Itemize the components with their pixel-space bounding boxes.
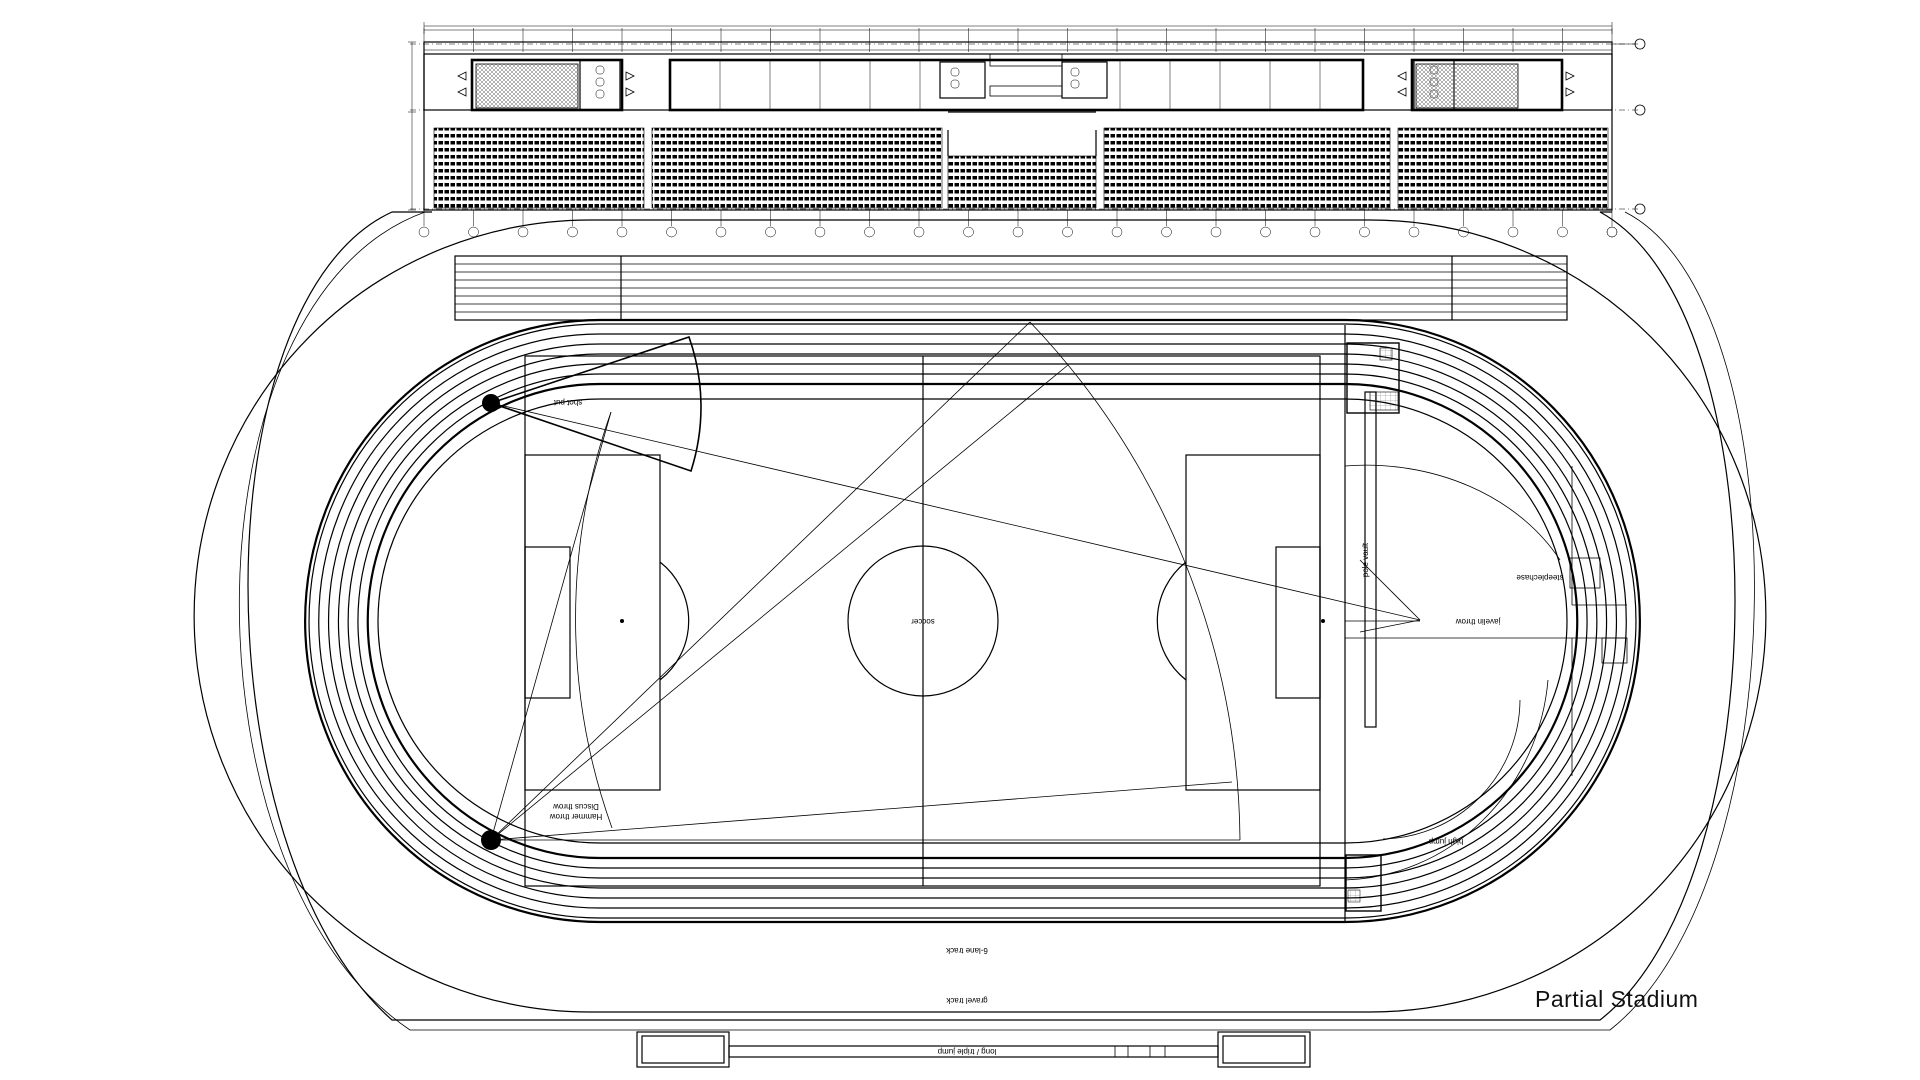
label-steeplechase: steeplechase bbox=[1516, 573, 1564, 582]
label-pole-vault: pole vault bbox=[1361, 542, 1370, 577]
grid-bubble bbox=[1210, 226, 1222, 238]
grandstand bbox=[408, 22, 1646, 238]
label-track: 6-lane track bbox=[945, 946, 988, 955]
grid-bubble bbox=[1111, 226, 1123, 238]
label-high-jump: high jump bbox=[1428, 837, 1463, 846]
soccer-field bbox=[524, 355, 1325, 887]
grid-bubble bbox=[1012, 226, 1024, 238]
toilet-fixture bbox=[595, 65, 605, 75]
label-discus-throw: Discus throw bbox=[553, 802, 599, 811]
grid-bubble bbox=[1309, 226, 1321, 238]
grid-bubble bbox=[1260, 226, 1271, 238]
toilet-fixture bbox=[1070, 79, 1080, 89]
grid-bubble bbox=[814, 226, 826, 238]
grid-bubble bbox=[765, 226, 776, 238]
grid-bubble bbox=[567, 226, 578, 238]
throwing-sectors bbox=[481, 321, 1421, 850]
grid-bubble bbox=[913, 226, 925, 238]
drawing-title: Partial Stadium bbox=[1535, 986, 1698, 1012]
jumps-area bbox=[1344, 325, 1628, 922]
track-lane-line bbox=[303, 318, 1642, 924]
label-gravel-track: gravel track bbox=[945, 996, 987, 1005]
grid-bubble bbox=[1062, 226, 1073, 238]
toilet-fixture bbox=[1070, 67, 1080, 77]
grid-bubble bbox=[1606, 226, 1618, 238]
running-track bbox=[193, 219, 1767, 1013]
grid-bubble bbox=[1359, 226, 1370, 238]
toilet-fixture bbox=[950, 79, 960, 89]
track-lane-line bbox=[308, 323, 1637, 919]
grid-bubble bbox=[468, 226, 479, 238]
label-soccer: soccer bbox=[911, 617, 935, 626]
grid-bubble bbox=[666, 226, 677, 238]
grid-bubble bbox=[517, 226, 529, 238]
grid-bubble bbox=[418, 226, 430, 238]
grid-bubble bbox=[864, 226, 875, 238]
toilet-fixture bbox=[595, 89, 605, 99]
field-labels: soccer shot put Hammer throw Discus thro… bbox=[550, 398, 1564, 1056]
grid-bubble bbox=[715, 226, 727, 238]
grid-bubble bbox=[1161, 226, 1172, 238]
label-long-triple-jump: long / triple jump bbox=[937, 1047, 996, 1056]
track-lane-line bbox=[318, 333, 1627, 909]
long-jump-area bbox=[636, 1031, 1311, 1068]
grid-bubble bbox=[616, 226, 628, 238]
label-hammer-throw: Hammer throw bbox=[550, 812, 603, 821]
label-javelin-throw: javelin throw bbox=[1456, 617, 1502, 626]
grid-bubble bbox=[1557, 226, 1568, 238]
toilet-fixture bbox=[950, 67, 960, 77]
grid-bubble bbox=[1507, 226, 1519, 238]
toilet-fixture bbox=[595, 77, 605, 87]
grid-bubble bbox=[1408, 226, 1420, 238]
outer-stadium-outline bbox=[238, 211, 1755, 1031]
grid-bubble bbox=[963, 226, 974, 238]
label-shot-put: shot put bbox=[553, 398, 582, 407]
